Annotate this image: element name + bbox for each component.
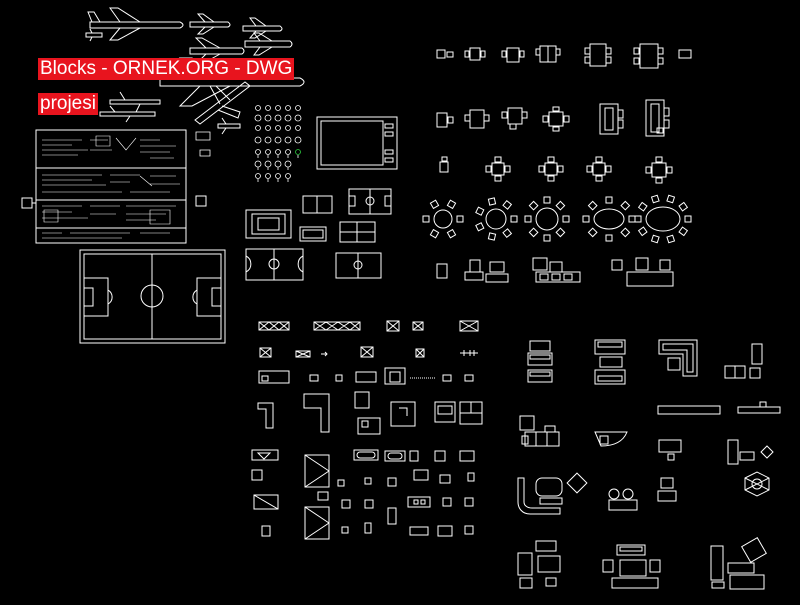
landscape-symbols (196, 106, 301, 183)
tree-symbol (276, 106, 281, 111)
tree-symbol (256, 126, 261, 131)
basketball-court-2 (336, 253, 381, 278)
overlay-title-line-1: Blocks - ORNEK.ORG - DWG (38, 58, 295, 80)
airplane-tiny-2 (218, 118, 240, 134)
tennis-court-2 (300, 227, 326, 241)
tennis-court-1 (246, 210, 291, 238)
basketball-court-1 (246, 249, 303, 280)
tree-symbol (275, 137, 281, 143)
tree-symbol (276, 174, 281, 183)
tree-symbol (295, 115, 301, 121)
airplane-tiny-1 (86, 29, 102, 41)
dining-table-sets (423, 44, 691, 286)
tree-symbol (286, 174, 291, 183)
tree-symbol (286, 106, 291, 111)
tree-symbol (255, 137, 261, 143)
round-table-set (635, 195, 691, 243)
tree-symbol (255, 115, 261, 121)
sports-fields (80, 117, 397, 343)
tree-symbol (266, 126, 271, 131)
tree-symbol (285, 115, 291, 121)
airplane-large-1 (88, 8, 183, 40)
volleyball-court-small (303, 196, 332, 213)
tree-symbol (275, 161, 281, 170)
tree-symbol (286, 126, 291, 131)
tree-symbol (296, 106, 301, 111)
tree-symbol (276, 150, 281, 159)
tree-symbol (266, 150, 271, 159)
round-table-set (583, 197, 635, 241)
tree-symbol (266, 106, 271, 111)
document-sheet (22, 130, 206, 243)
airplane-diagonal (195, 82, 250, 124)
football-field-small (349, 189, 391, 214)
tennis-court-3 (340, 222, 375, 242)
tree-symbol (255, 161, 261, 170)
tree-symbol (286, 150, 291, 159)
tree-symbol (256, 106, 261, 111)
tree-symbol (265, 161, 271, 170)
tree-symbol (285, 137, 291, 143)
football-field-large (80, 250, 225, 343)
airplane-small-1 (190, 14, 230, 34)
tree-symbol (265, 115, 271, 121)
sofa-sets (518, 340, 780, 589)
tree-symbol (256, 174, 261, 183)
overlay-title-line-2: projesi (38, 93, 98, 115)
round-table-set (525, 197, 569, 241)
tree-symbol (296, 126, 301, 131)
round-table-set (423, 200, 463, 238)
tree-symbol (265, 137, 271, 143)
tree-symbol (285, 161, 291, 170)
airplane-side-1 (100, 92, 160, 122)
kitchen-bath-fixtures (252, 321, 482, 539)
tree-symbol (256, 150, 261, 159)
display-panel (317, 117, 397, 169)
tree-symbol (296, 150, 301, 159)
tree-symbol (276, 126, 281, 131)
tree-symbol (275, 115, 281, 121)
tree-symbol (266, 174, 271, 183)
tree-symbol (295, 137, 301, 143)
airplane-mid-2 (245, 33, 292, 55)
round-table-set (476, 198, 517, 240)
